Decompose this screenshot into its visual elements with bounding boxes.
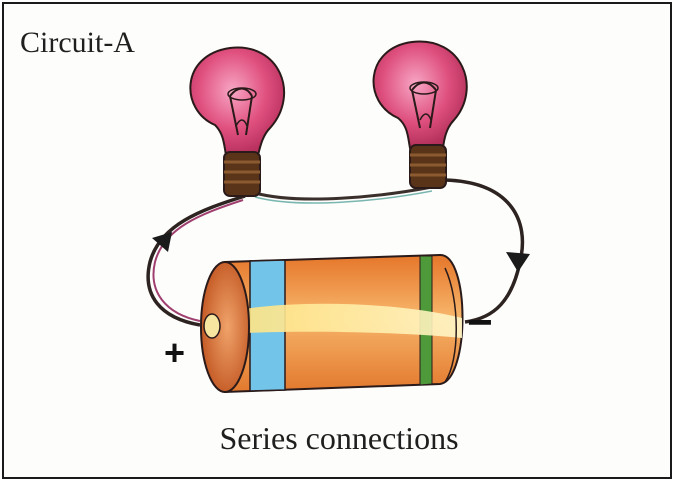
- bulb-right: [372, 40, 468, 189]
- diagram-title: Circuit-A: [20, 26, 135, 59]
- wire-left: [146, 194, 246, 327]
- positive-terminal-label: +: [164, 332, 186, 373]
- current-arrow-right: [506, 252, 530, 272]
- negative-terminal-label: −: [467, 298, 493, 347]
- diagram-caption: Series connections: [219, 420, 459, 456]
- current-arrow-left: [152, 232, 172, 252]
- wire-top: [254, 185, 433, 204]
- electric-cell: [200, 253, 464, 394]
- bulb-left: [189, 46, 286, 197]
- diagram-frame: [2, 2, 672, 479]
